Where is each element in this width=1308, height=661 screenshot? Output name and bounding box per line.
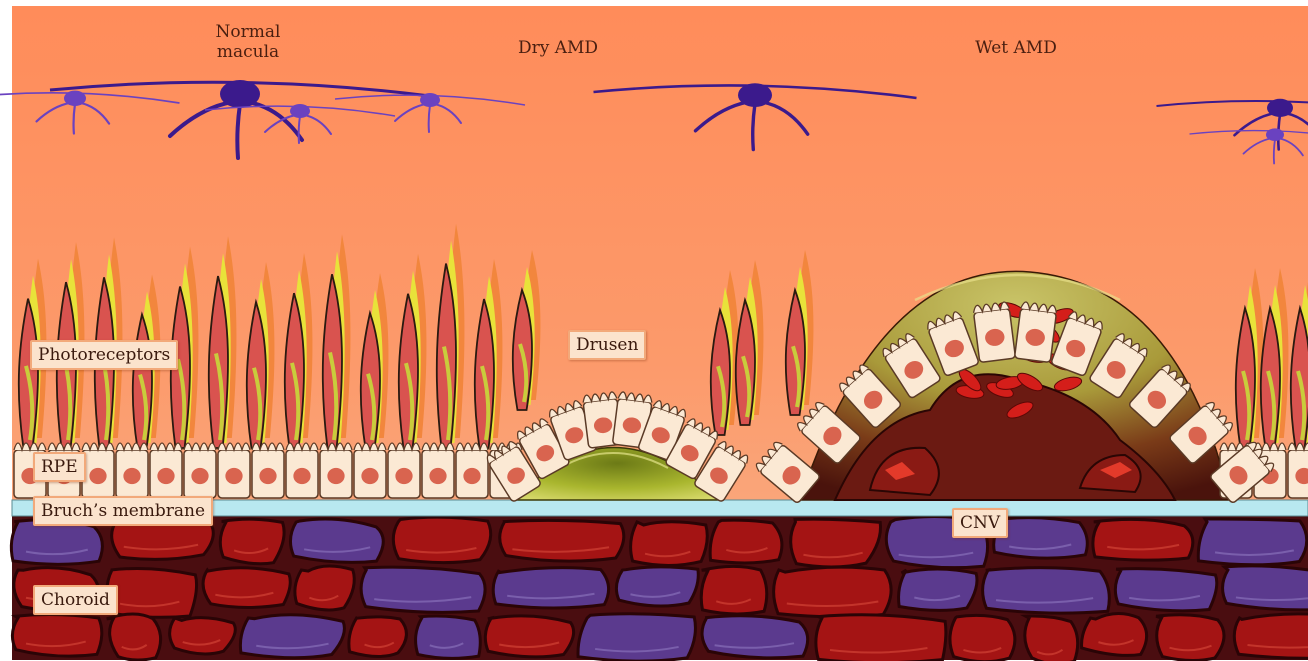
rpe-cell <box>354 443 386 498</box>
choroid-vessel <box>493 568 608 608</box>
label-bruchs-membrane: Bruch’s membrane <box>33 496 213 526</box>
choroid-vessel <box>240 615 344 658</box>
choroid-vessel <box>1082 613 1147 655</box>
label-cnv: CNV <box>952 508 1008 538</box>
choroid-vessel <box>500 520 624 561</box>
choroid-layer <box>11 514 1308 661</box>
choroid-vessel <box>701 566 767 614</box>
rpe-cell <box>422 443 454 498</box>
heading-normal-macula: Normal macula <box>188 22 308 62</box>
rpe-cell <box>286 443 318 498</box>
choroid-vessel <box>774 567 891 617</box>
rpe-cell <box>456 443 488 498</box>
choroid-vessel <box>203 568 290 608</box>
choroid-vessel <box>349 617 407 657</box>
choroid-vessel <box>485 616 573 657</box>
choroid-vessel <box>1223 566 1308 610</box>
choroid-vessel <box>983 568 1110 613</box>
choroid-vessel <box>1156 615 1224 661</box>
choroid-vessel <box>393 517 490 562</box>
heading-wet-amd: Wet AMD <box>956 38 1076 58</box>
choroid-vessel <box>816 615 946 661</box>
choroid-vessel <box>1093 519 1193 560</box>
choroid-vessel <box>1234 614 1308 658</box>
choroid-vessel <box>710 520 782 563</box>
rpe-cell <box>218 443 250 498</box>
choroid-vessel <box>1115 569 1216 611</box>
label-choroid: Choroid <box>33 585 118 615</box>
rpe-cell <box>252 443 284 498</box>
rpe-cell <box>116 443 148 498</box>
choroid-vessel <box>107 569 197 618</box>
choroid-vessel <box>220 519 284 564</box>
rpe-cell <box>184 443 216 498</box>
choroid-vessel <box>416 616 481 658</box>
label-drusen: Drusen <box>568 330 646 360</box>
rpe-cell <box>82 443 114 498</box>
rpe-cell <box>973 301 1016 362</box>
choroid-vessel <box>791 519 881 567</box>
choroid-vessel <box>12 615 101 657</box>
choroid-vessel <box>170 618 236 654</box>
rpe-cell <box>1288 443 1308 498</box>
choroid-vessel <box>578 614 695 661</box>
choroid-vessel <box>290 519 383 562</box>
choroid-vessel <box>361 567 485 612</box>
rpe-cell <box>388 443 420 498</box>
choroid-vessel <box>631 522 708 566</box>
choroid-vessel <box>11 520 102 565</box>
choroid-vessel <box>702 616 808 658</box>
choroid-vessel <box>1198 519 1306 565</box>
choroid-vessel <box>295 566 354 610</box>
choroid-vessel <box>950 615 1015 661</box>
choroid-vessel <box>616 567 698 606</box>
rpe-cell <box>150 443 182 498</box>
choroid-vessel <box>899 569 977 610</box>
label-photoreceptors: Photoreceptors <box>30 340 178 370</box>
label-rpe: RPE <box>33 452 86 482</box>
heading-dry-amd: Dry AMD <box>498 38 618 58</box>
rpe-cell <box>320 443 352 498</box>
choroid-vessel <box>107 614 161 660</box>
rpe-cell <box>1014 301 1057 362</box>
